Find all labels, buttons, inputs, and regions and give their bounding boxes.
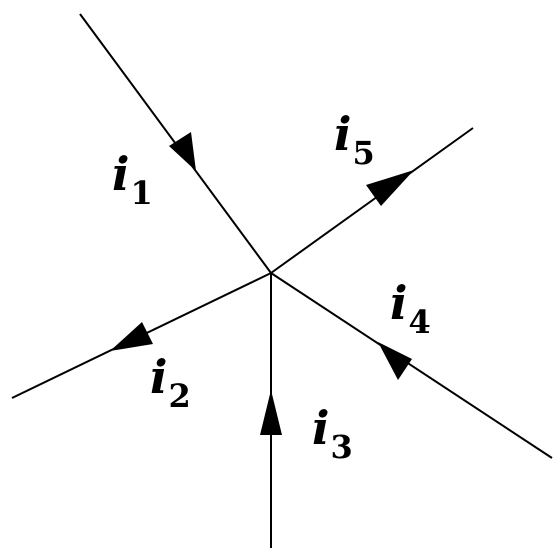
arrow-i3-icon [260,390,282,435]
current-label-i4-index: 4 [408,303,431,341]
branch-wire-i5 [270,127,474,274]
current-label-i5-letter: i [334,107,352,161]
current-label-i1-index: 1 [130,174,153,212]
current-label-i2-index: 2 [168,377,191,415]
arrow-i1-icon [169,132,196,171]
current-label-i1-letter: i [112,147,130,201]
current-label-i4-letter: i [390,276,408,330]
branch-wire-i4 [270,272,553,459]
current-label-i5: i5 [334,111,375,169]
arrow-i2-icon [110,322,153,351]
arrow-i4-icon [378,342,412,380]
current-label-i2-letter: i [150,350,168,404]
current-label-i4: i4 [390,280,431,338]
arrow-i5-icon [366,170,414,206]
current-label-i5-index: 5 [352,134,375,172]
current-label-i2: i2 [150,354,191,412]
current-label-i3-index: 3 [330,428,353,466]
current-label-i1: i1 [112,151,153,209]
current-label-i3-letter: i [312,401,330,455]
current-label-i3: i3 [312,405,353,463]
